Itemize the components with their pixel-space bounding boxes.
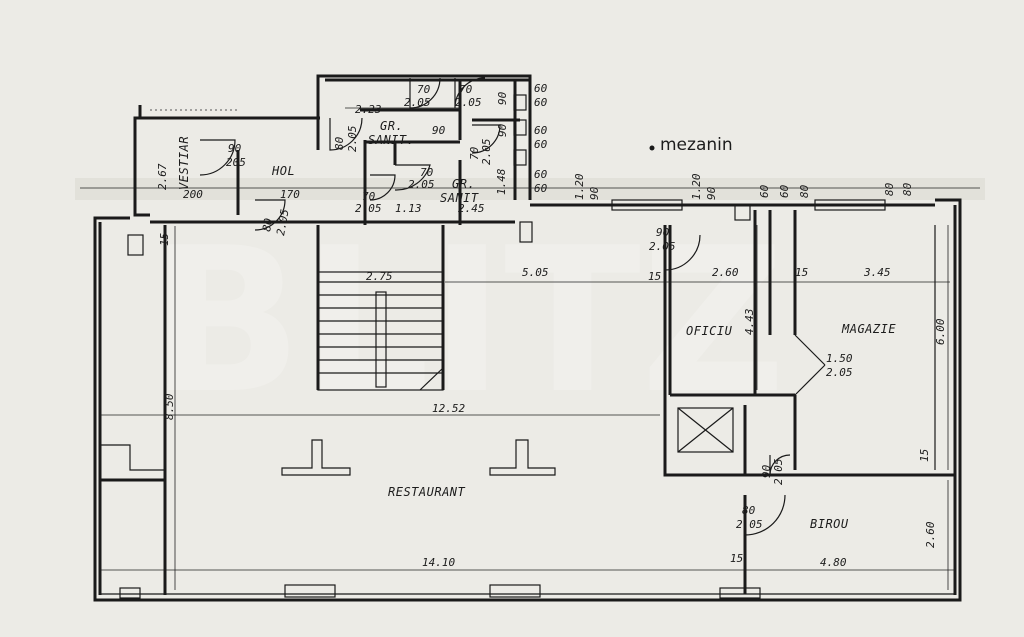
- dim-90-b: 90: [496, 91, 509, 105]
- room-label-gr-sanit-1a: GR.: [380, 119, 403, 133]
- room-label-oficiu: OFICIU: [686, 324, 733, 338]
- dim-148: 1.48: [495, 168, 508, 195]
- room-label-vestiar: VESTIAR: [177, 136, 191, 190]
- dim-60-b: 60: [534, 96, 548, 109]
- dim-90-e: 90: [705, 186, 718, 200]
- dim-60-g: 60: [758, 184, 771, 198]
- dim-80-a2: 80: [798, 184, 811, 198]
- dim-205-a: 205: [226, 156, 246, 169]
- dim-205-h: 2.05: [649, 240, 676, 253]
- room-label-magazie: MAGAZIE: [841, 322, 896, 336]
- dim-113: 1.13: [395, 202, 422, 215]
- room-label-birou: BIROU: [810, 517, 849, 531]
- room-label-restaurant: RESTAURANT: [388, 485, 466, 499]
- dim-120-a: 1.20: [573, 173, 586, 200]
- dim-70-d: 70: [468, 146, 481, 160]
- dim-60-f: 60: [534, 182, 548, 195]
- staircase: [316, 225, 445, 391]
- door-swings: [199, 77, 826, 536]
- dim-205-b: 2.05: [346, 126, 359, 153]
- dimension-labels: 2.67 200 170 90 205 80 2.05 2.23 90 70 2…: [156, 82, 947, 569]
- dimension-lines: [80, 107, 980, 590]
- dim-15-e: 15: [730, 552, 743, 565]
- dim-70-c: 70: [420, 166, 434, 179]
- dim-850: 8.50: [163, 393, 176, 420]
- dim-205-k: 2.05: [736, 518, 763, 531]
- room-labels: VESTIAR HOL GR. SANIT. GR. SANIT OFICIU …: [177, 119, 896, 531]
- dim-170: 170: [280, 188, 300, 201]
- plan-title: mezanin: [660, 135, 733, 155]
- dim-80-c: 80: [901, 182, 914, 196]
- dim-60-d: 60: [534, 138, 548, 151]
- dim-90-a: 90: [228, 142, 242, 155]
- dim-90-d: 90: [588, 186, 601, 200]
- dim-90-c: 90: [496, 123, 509, 137]
- dim-267: 2.67: [156, 163, 169, 190]
- room-label-gr-sanit-2b: SANIT: [440, 191, 479, 205]
- dim-80-a: 80: [333, 136, 346, 150]
- dim-90-a2: 90: [432, 124, 446, 137]
- dim-443: 4.43: [743, 309, 756, 336]
- dim-60-c: 60: [534, 124, 548, 137]
- dim-205-stair: 2.05: [274, 208, 291, 236]
- dim-505: 5.05: [522, 266, 549, 279]
- dim-345: 3.45: [863, 266, 891, 279]
- dim-60-a: 60: [534, 82, 548, 95]
- dim-480: 4.80: [820, 556, 847, 569]
- dim-80-d: 80: [742, 504, 756, 517]
- room-label-gr-sanit-2a: GR.: [452, 177, 475, 191]
- title-bullet: [649, 145, 655, 151]
- dim-60-h: 60: [778, 184, 791, 198]
- dim-1410: 14.10: [422, 556, 455, 569]
- watermark: BLITZ: [150, 205, 786, 438]
- dim-205-i: 2.05: [826, 366, 853, 379]
- dim-205-j: 2.05: [772, 459, 785, 486]
- dim-70-e: 70: [362, 190, 376, 203]
- room-label-hol: HOL: [271, 164, 295, 178]
- dim-205-e: 2.05: [408, 178, 435, 191]
- dim-80-stair: 80: [260, 217, 275, 233]
- dim-90-f: 90: [656, 226, 670, 239]
- dim-60-e: 60: [534, 168, 548, 181]
- dim-15-c: 15: [795, 266, 808, 279]
- dim-80-b: 80: [883, 182, 896, 196]
- dim-150: 1.50: [826, 352, 853, 365]
- dim-70-a: 70: [417, 83, 431, 96]
- dim-205-d: 2.05: [455, 96, 482, 109]
- dim-15-d: 15: [918, 449, 931, 462]
- dim-70-b: 70: [459, 83, 473, 96]
- dim-90-g: 90: [760, 464, 773, 478]
- dim-15-a: 15: [158, 233, 171, 246]
- dim-205-g: 2.05: [355, 202, 382, 215]
- dim-260-b: 2.60: [924, 521, 937, 548]
- dim-120-b: 1.20: [690, 173, 703, 200]
- main-outer-walls: [93, 198, 962, 602]
- dim-205-c: 2.05: [404, 96, 431, 109]
- dim-205-f: 2.05: [480, 139, 493, 166]
- upper-annex-walls: [133, 74, 532, 225]
- dim-245: 2.45: [458, 202, 485, 215]
- dim-1252: 12.52: [432, 402, 465, 415]
- dim-260-a: 2.60: [712, 266, 739, 279]
- dim-600: 6.00: [934, 318, 947, 345]
- dim-15-b: 15: [648, 270, 661, 283]
- room-label-gr-sanit-1b: SANIT.: [368, 133, 414, 147]
- dim-200: 200: [183, 188, 203, 201]
- dim-223: 2.23: [355, 103, 382, 116]
- dim-275: 2.75: [366, 270, 393, 283]
